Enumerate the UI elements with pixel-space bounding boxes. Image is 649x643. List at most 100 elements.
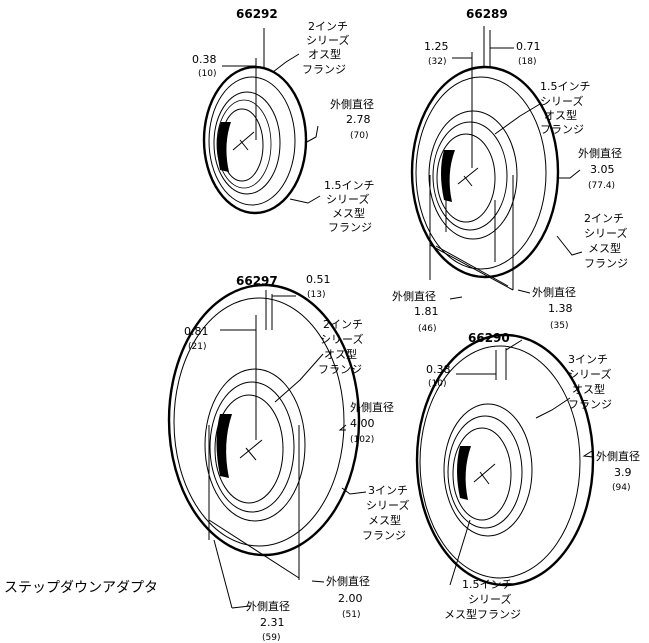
leader-od (304, 125, 319, 144)
bore (452, 427, 512, 521)
adapter-66292: 66292 0.38 (10) 2インチ シリーズ オス型 フランジ 外側直径 … (192, 7, 375, 234)
od-inner-a-mm: (51) (342, 610, 360, 620)
od-inner-a-label: 外側直径 (326, 574, 370, 588)
od-inner-b-label: 外側直径 (246, 599, 290, 613)
bore-shadow (441, 150, 455, 202)
dim-b-value: 0.71 (516, 40, 541, 53)
male-flange-line-1: 2インチ (308, 20, 348, 33)
flange-face (208, 76, 296, 206)
female-flange-line-1: 1.5インチ (462, 578, 513, 591)
bore-shadow (216, 414, 232, 478)
adapter-66289: 66289 1.25 (32) 0.71 (18) 1.5インチ シリーズ オス… (392, 7, 628, 334)
leader-female (289, 195, 321, 204)
female-flange-line-2: シリーズ (468, 592, 511, 606)
hub-ring (204, 368, 306, 522)
male-flange-line-4: フランジ (568, 398, 612, 411)
hub-ring (213, 91, 281, 195)
part-number: 66292 (236, 7, 278, 21)
hub-inner (432, 121, 508, 231)
bore-shadow (217, 122, 231, 172)
female-flange-line-4: フランジ (328, 221, 372, 234)
male-flange-line-3: オス型 (308, 47, 341, 61)
bore (214, 394, 284, 504)
female-flange-line-4: フランジ (362, 529, 406, 542)
leader-male (494, 103, 541, 135)
od-label: 外側直径 (596, 449, 640, 463)
dim-a-mm: (13) (307, 290, 325, 300)
diagram-caption: ステップダウンアダプタ (4, 580, 158, 596)
dim-b-value: 0.81 (184, 325, 209, 338)
flange-outer-rim (410, 65, 560, 279)
od-mm: (94) (612, 483, 630, 493)
female-flange-line-1: 1.5インチ (324, 179, 375, 192)
male-flange-line-4: フランジ (318, 363, 362, 376)
male-flange-line-3: オス型 (544, 108, 577, 122)
leader-od (557, 169, 581, 179)
od-value: 2.78 (346, 113, 371, 126)
dim-a-mm: (32) (428, 57, 446, 67)
leader-od-a (311, 580, 325, 583)
leader-female (449, 519, 471, 586)
od-inner-b-mm: (59) (262, 633, 280, 643)
adapter-66297-drawing (167, 283, 367, 609)
leader-male (274, 353, 324, 403)
flange-face (419, 345, 581, 579)
male-flange-line-2: シリーズ (568, 367, 611, 381)
female-flange-line-3: メス型 (332, 206, 365, 220)
center-cross (473, 463, 496, 485)
part-number: 66297 (236, 274, 278, 288)
dim-line-od-a (429, 244, 514, 291)
od-value: 3.9 (614, 466, 632, 479)
hub-inner (209, 381, 295, 513)
dim-b-mm: (18) (518, 57, 536, 67)
dim-line-od-a (208, 519, 300, 579)
female-flange-line-2: シリーズ (584, 226, 627, 240)
male-flange-line-3: オス型 (572, 382, 605, 396)
ext-line-od-b (213, 539, 233, 609)
female-flange-line-1: 3インチ (368, 484, 408, 497)
od-inner-b-value: 1.38 (548, 302, 573, 315)
female-flange-line-3: メス型 (588, 241, 621, 255)
bore (436, 133, 496, 223)
male-flange-line-2: シリーズ (540, 94, 583, 108)
flange-outer-rim (202, 65, 308, 215)
leader-female (556, 235, 583, 256)
dim-mm: (10) (198, 69, 216, 79)
od-value: 4.00 (350, 417, 375, 430)
dim-value: 0.38 (426, 363, 451, 376)
hub-inner (447, 415, 523, 529)
male-flange-line-1: 2インチ (323, 318, 363, 331)
od-label: 外側直径 (578, 146, 622, 160)
od-mm: (102) (350, 435, 374, 445)
male-flange-line-4: フランジ (302, 63, 346, 76)
adapter-66292-drawing (202, 28, 321, 215)
adapter-66290-drawing (415, 333, 595, 587)
center-cross (232, 131, 255, 151)
leader-od (582, 450, 594, 458)
dim-arrow-b (505, 339, 523, 351)
adapter-66289-drawing (410, 26, 583, 300)
leader-od-a (449, 296, 463, 300)
bore-shadow (457, 446, 471, 500)
center-cross (457, 167, 479, 187)
od-mm: (70) (350, 131, 368, 141)
adapter-66297: 66297 0.51 (13) 0.81 (21) 2インチ シリーズ オス型 … (167, 273, 409, 643)
od-inner-a-value: 1.81 (414, 305, 439, 318)
hub-ring (443, 403, 533, 537)
female-flange-line-2: シリーズ (326, 192, 369, 206)
male-flange-line-2: シリーズ (306, 33, 349, 47)
leader-od-b (231, 605, 251, 609)
dim-value: 0.38 (192, 53, 217, 66)
female-flange-line-4: フランジ (584, 257, 628, 270)
dim-line-od-b (435, 245, 509, 287)
male-flange-line-1: 1.5インチ (540, 80, 591, 93)
od-inner-b-label: 外側直径 (532, 285, 576, 299)
part-number: 66289 (466, 7, 508, 21)
flange-face (415, 76, 547, 270)
center-cross (239, 439, 263, 461)
hub-ring (428, 110, 518, 240)
od-mm: (77.4) (588, 181, 615, 191)
male-flange-line-4: フランジ (540, 123, 584, 136)
leader-od (338, 424, 347, 431)
